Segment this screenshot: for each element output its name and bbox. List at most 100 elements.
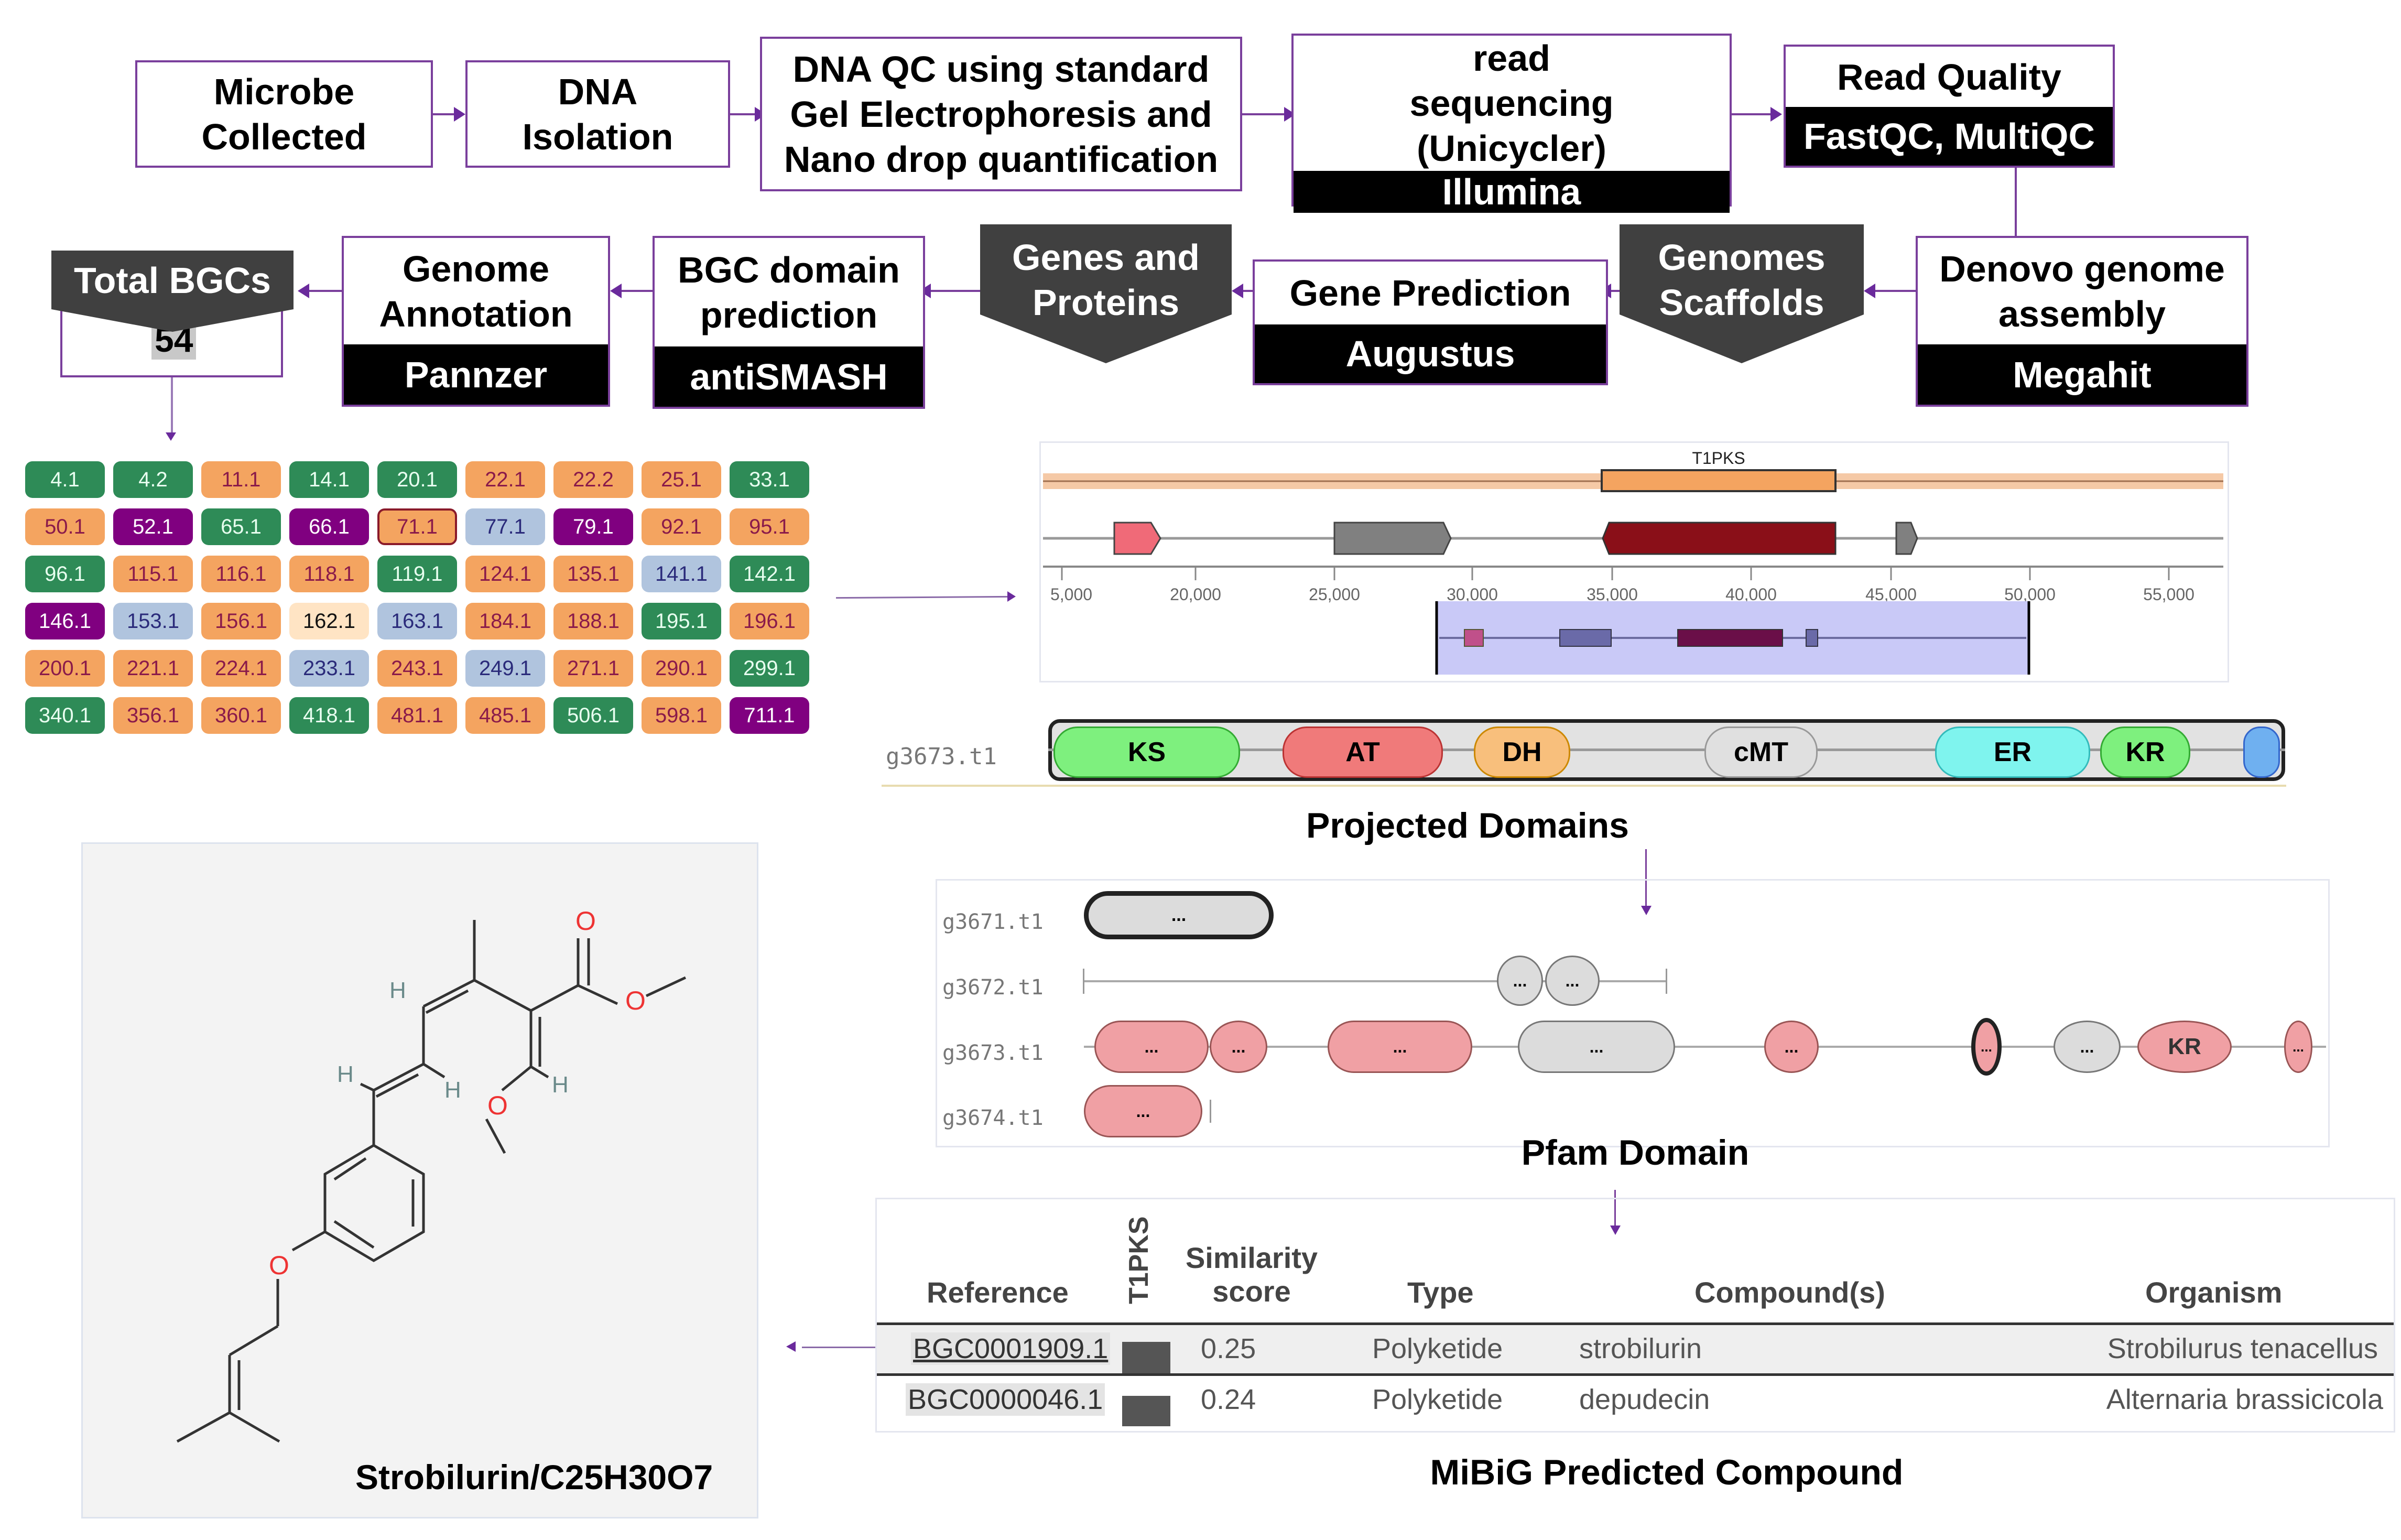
domain-at[interactable]: AT: [1283, 726, 1443, 778]
pfam-domain[interactable]: ...: [2054, 1021, 2121, 1073]
bgc-region-label: 340.1: [38, 703, 92, 727]
gene-arrow-core[interactable]: [1602, 522, 1837, 555]
t1pks-protocluster[interactable]: [1601, 469, 1837, 492]
arrow-left-icon: [610, 284, 622, 298]
domain-cmt[interactable]: cMT: [1704, 726, 1818, 778]
bgc-region-224-1[interactable]: 224.1: [201, 650, 281, 687]
bgc-region-598-1[interactable]: 598.1: [642, 697, 721, 734]
bgc-region-115-1[interactable]: 115.1: [113, 556, 193, 592]
pfam-domain[interactable]: ...: [1084, 891, 1274, 939]
col-header-t1pks[interactable]: T1PKS: [1124, 1216, 1154, 1304]
pfam-domain[interactable]: ...: [1210, 1021, 1267, 1073]
bgc-region-11-1[interactable]: 11.1: [201, 461, 281, 498]
bgc-region-14-1[interactable]: 14.1: [289, 461, 369, 498]
bgc-region-22-2[interactable]: 22.2: [553, 461, 633, 498]
pfam-domain[interactable]: ...: [1084, 1085, 1202, 1137]
domain-label: DH: [1502, 737, 1542, 767]
pfam-domain[interactable]: ...: [1328, 1021, 1472, 1073]
bgc-region-52-1[interactable]: 52.1: [113, 508, 193, 545]
bgc-region-163-1[interactable]: 163.1: [377, 603, 457, 639]
bgc-region-356-1[interactable]: 356.1: [113, 697, 193, 734]
bgc-region-116-1[interactable]: 116.1: [201, 556, 281, 592]
table-row[interactable]: BGC0001909.1 0.25 Polyketide strobilurin…: [877, 1325, 2394, 1376]
domain-dh[interactable]: DH: [1474, 726, 1570, 778]
col-header-organism[interactable]: Organism: [2145, 1276, 2283, 1309]
bgc-region-153-1[interactable]: 153.1: [113, 603, 193, 639]
pfam-domain[interactable]: ...: [1764, 1021, 1819, 1073]
bgc-region-96-1[interactable]: 96.1: [25, 556, 105, 592]
reference-link[interactable]: BGC0000046.1: [906, 1383, 1105, 1416]
pfam-domain-kr[interactable]: KR: [2137, 1021, 2232, 1073]
bgc-region-66-1[interactable]: 66.1: [289, 508, 369, 545]
bgc-region-71-1[interactable]: 71.1: [377, 508, 457, 545]
gene-arrow[interactable]: [1113, 522, 1161, 555]
pfam-domain[interactable]: ...: [1497, 956, 1543, 1006]
bgc-region-221-1[interactable]: 221.1: [113, 650, 193, 687]
bgc-region-22-1[interactable]: 22.1: [465, 461, 545, 498]
bgc-region-4-2[interactable]: 4.2: [113, 461, 193, 498]
col-header-compounds[interactable]: Compound(s): [1694, 1276, 1885, 1309]
bgc-region-77-1[interactable]: 77.1: [465, 508, 545, 545]
bgc-region-20-1[interactable]: 20.1: [377, 461, 457, 498]
type-cell: Polyketide: [1372, 1384, 1503, 1415]
col-header-reference[interactable]: Reference: [927, 1276, 1069, 1309]
pfam-domain-selected[interactable]: ...: [1971, 1018, 2002, 1076]
bgc-region-711-1[interactable]: 711.1: [730, 697, 809, 734]
bgc-region-200-1[interactable]: 200.1: [25, 650, 105, 687]
pfam-domain[interactable]: ...: [1545, 956, 1600, 1006]
zoom-gene[interactable]: [1559, 629, 1612, 647]
pfam-domain-view: g3671.t1 g3672.t1 g3673.t1 g3674.t1 ... …: [936, 879, 2330, 1147]
zoom-gene[interactable]: [1806, 629, 1818, 647]
arrow-right-icon: [454, 107, 465, 122]
col-header-similarity[interactable]: Similarity score: [1185, 1241, 1318, 1308]
pfam-domain[interactable]: ...: [1518, 1021, 1675, 1073]
bgc-region-481-1[interactable]: 481.1: [377, 697, 457, 734]
bgc-region-33-1[interactable]: 33.1: [730, 461, 809, 498]
bgc-region-249-1[interactable]: 249.1: [465, 650, 545, 687]
bgc-region-243-1[interactable]: 243.1: [377, 650, 457, 687]
bgc-region-418-1[interactable]: 418.1: [289, 697, 369, 734]
bgc-region-156-1[interactable]: 156.1: [201, 603, 281, 639]
gene-arrow[interactable]: [1895, 522, 1918, 555]
bgc-region-195-1[interactable]: 195.1: [642, 603, 721, 639]
bgc-region-506-1[interactable]: 506.1: [553, 697, 633, 734]
bgc-region-340-1[interactable]: 340.1: [25, 697, 105, 734]
bgc-region-184-1[interactable]: 184.1: [465, 603, 545, 639]
bgc-region-485-1[interactable]: 485.1: [465, 697, 545, 734]
bgc-region-233-1[interactable]: 233.1: [289, 650, 369, 687]
bgc-region-25-1[interactable]: 25.1: [642, 461, 721, 498]
bgc-region-92-1[interactable]: 92.1: [642, 508, 721, 545]
bgc-region-4-1[interactable]: 4.1: [25, 461, 105, 498]
bgc-region-50-1[interactable]: 50.1: [25, 508, 105, 545]
pfam-domain[interactable]: ...: [2284, 1021, 2312, 1073]
domain-unlabeled[interactable]: [2243, 726, 2280, 778]
bgc-region-118-1[interactable]: 118.1: [289, 556, 369, 592]
bgc-region-360-1[interactable]: 360.1: [201, 697, 281, 734]
domain-kr[interactable]: KR: [2100, 726, 2190, 778]
bgc-region-79-1[interactable]: 79.1: [553, 508, 633, 545]
zoom-gene[interactable]: [1464, 629, 1484, 647]
bgc-region-271-1[interactable]: 271.1: [553, 650, 633, 687]
bgc-region-135-1[interactable]: 135.1: [553, 556, 633, 592]
reference-link[interactable]: BGC0001909.1: [911, 1332, 1111, 1365]
pfam-domain[interactable]: ...: [1094, 1021, 1209, 1073]
bgc-region-299-1[interactable]: 299.1: [730, 650, 809, 687]
domain-ks[interactable]: KS: [1053, 726, 1240, 778]
bgc-region-146-1[interactable]: 146.1: [25, 603, 105, 639]
bgc-region-188-1[interactable]: 188.1: [553, 603, 633, 639]
zoom-gene[interactable]: [1677, 629, 1783, 647]
bgc-region-142-1[interactable]: 142.1: [730, 556, 809, 592]
bgc-region-196-1[interactable]: 196.1: [730, 603, 809, 639]
bgc-region-290-1[interactable]: 290.1: [642, 650, 721, 687]
bgc-region-65-1[interactable]: 65.1: [201, 508, 281, 545]
gene-arrow[interactable]: [1333, 522, 1452, 555]
bgc-region-119-1[interactable]: 119.1: [377, 556, 457, 592]
domain-er[interactable]: ER: [1935, 726, 2090, 778]
col-header-type[interactable]: Type: [1407, 1276, 1474, 1309]
bgc-region-162-1[interactable]: 162.1: [289, 603, 369, 639]
similarity-score: 0.24: [1201, 1384, 1256, 1415]
bgc-region-95-1[interactable]: 95.1: [730, 508, 809, 545]
table-row[interactable]: BGC0000046.1 0.24 Polyketide depudecin A…: [877, 1376, 2394, 1426]
bgc-region-124-1[interactable]: 124.1: [465, 556, 545, 592]
bgc-region-141-1[interactable]: 141.1: [642, 556, 721, 592]
